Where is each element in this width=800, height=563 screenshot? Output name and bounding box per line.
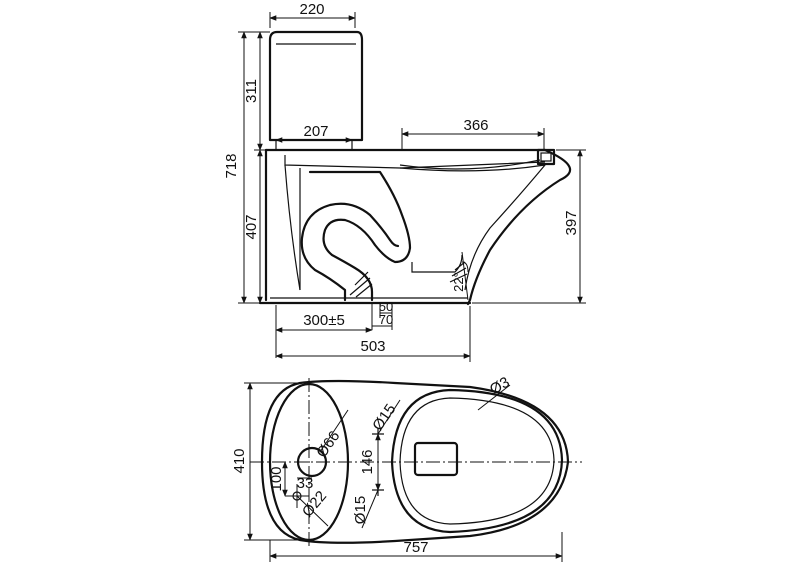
label-503: 503 [360,338,385,355]
dim-bowl-height: 407 [243,149,263,304]
dim-seat-length: 366 [401,117,545,150]
label-397: 397 [563,210,580,235]
svg-text:Ø15: Ø15 [352,496,369,524]
label-33: 33 [297,475,314,492]
dim-rough-in: 300±5 [275,305,373,358]
label-311: 311 [243,79,260,103]
dim-total-length: 757 [269,532,563,562]
dim-rim-height: 397 [472,149,586,304]
label-366: 366 [463,117,488,134]
top-view: Ø66 Ø22 100 33 Ø15 Ø15 146 Ø3 [231,374,582,562]
flush-hole [296,446,328,478]
dim-overall-height: 718 [223,31,270,304]
side-view: 220 718 311 407 207 366 [223,1,586,362]
dim-top-width: 410 [231,382,300,541]
label-300: 300±5 [303,312,345,329]
dim-tank-width: 220 [269,1,356,28]
dim-tank-depth: 207 [275,123,353,143]
bowl-oval [390,388,564,534]
label-50: 50 [379,299,393,314]
label-718: 718 [223,153,240,178]
dim-tank-height: 311 [243,31,266,151]
bowl-outline [258,148,572,306]
label-70: 70 [379,312,393,327]
dim-base-length: 503 [275,306,471,362]
label-146: 146 [359,449,376,474]
outlet-rect [413,441,459,477]
label-220: 220 [299,1,324,18]
label-o22: Ø22 [299,488,330,521]
label-410: 410 [231,448,248,473]
label-407: 407 [243,214,260,239]
label-22-deg: 22° [451,272,466,292]
label-757: 757 [403,539,428,556]
label-207: 207 [303,123,328,140]
label-100: 100 [268,466,285,491]
mount-hole-bottom: Ø15 [352,484,384,529]
svg-text:Ø15: Ø15 [369,401,399,434]
dim-angle: 22° [451,251,469,301]
dim-outlet: 50 70 [371,299,393,330]
label-o66: Ø66 [313,428,343,461]
